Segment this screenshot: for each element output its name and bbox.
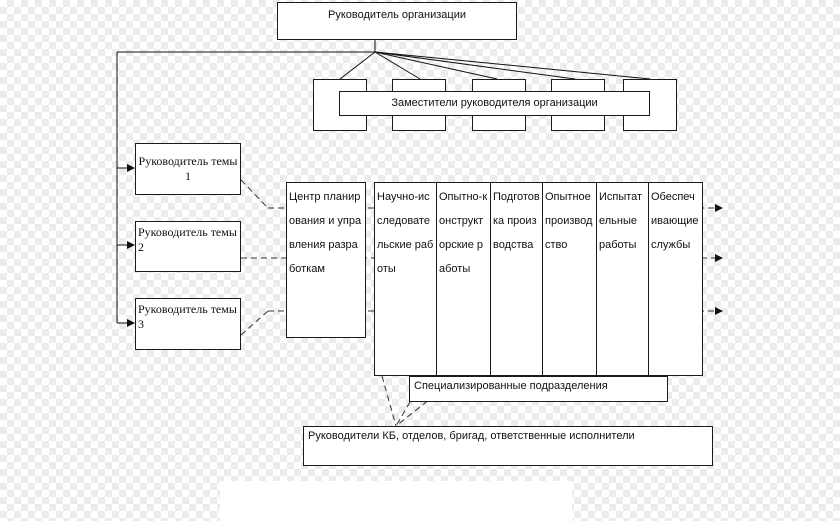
specialized-units-label: Специализированные подразделения bbox=[414, 380, 608, 392]
planning-center-label: Центр планирования и управления разработ… bbox=[289, 191, 362, 275]
department-column: Испытательные работы bbox=[596, 182, 649, 376]
deputies-label: Заместители руководителя организации bbox=[391, 97, 598, 109]
department-column: Научно-исследовательские работы bbox=[374, 182, 437, 376]
dash-leader-1-diag bbox=[240, 179, 269, 209]
department-column: Подготовка производства bbox=[490, 182, 543, 376]
blank-area bbox=[220, 481, 572, 521]
theme-leader-1-label: Руководитель темы 1 bbox=[138, 154, 238, 183]
executors-label: Руководители КБ, отделов, бригад, ответс… bbox=[308, 430, 635, 442]
department-column: Опытно-конструкторские работы bbox=[436, 182, 491, 376]
theme-leader-2-label: Руководитель темы 2 bbox=[138, 225, 237, 254]
specialized-units-box: Специализированные подразделения bbox=[409, 376, 668, 402]
fan-line-4 bbox=[374, 51, 576, 80]
fan-line-5 bbox=[374, 51, 651, 80]
theme-leader-1-box: Руководитель темы 1 bbox=[135, 143, 241, 195]
fan-line-1 bbox=[339, 51, 376, 80]
department-label: Научно-исследовательские работы bbox=[377, 191, 434, 275]
dash-leader-3-diag bbox=[240, 310, 269, 336]
planning-center-box: Центр планирования и управления разработ… bbox=[286, 182, 366, 338]
department-label: Подготовка производства bbox=[493, 191, 540, 251]
dash-to-executors-left bbox=[381, 375, 397, 427]
theme-leader-3-box: Руководитель темы 3 bbox=[135, 298, 241, 350]
theme-leader-3-label: Руководитель темы 3 bbox=[138, 302, 237, 331]
head-box: Руководитель организации bbox=[277, 2, 517, 40]
deputies-box: Заместители руководителя организации bbox=[339, 91, 650, 116]
fan-line-3 bbox=[374, 51, 498, 80]
department-column: Опытное производство bbox=[542, 182, 597, 376]
executors-box: Руководители КБ, отделов, бригад, ответс… bbox=[303, 426, 713, 466]
dash-spec-down bbox=[395, 401, 411, 427]
department-label: Испытательные работы bbox=[599, 191, 643, 251]
fan-line-2 bbox=[374, 51, 421, 80]
department-label: Обеспечивающие службы bbox=[651, 191, 699, 251]
theme-leader-2-box: Руководитель темы 2 bbox=[135, 221, 241, 272]
department-column: Обеспечивающие службы bbox=[648, 182, 703, 376]
department-label: Опытное производство bbox=[545, 191, 593, 251]
head-label: Руководитель организации bbox=[327, 9, 466, 21]
department-label: Опытно-конструкторские работы bbox=[439, 191, 488, 275]
